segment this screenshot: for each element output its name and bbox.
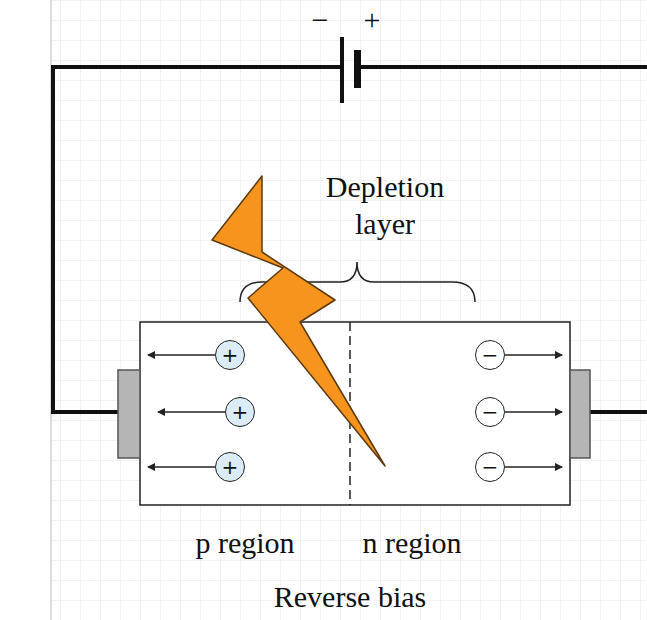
- figure-caption: Reverse bias: [274, 578, 426, 616]
- battery-sign: −: [312, 1, 329, 39]
- charge-sign: −: [482, 345, 499, 365]
- charge-circle: −: [475, 397, 505, 427]
- charge-circle: +: [225, 397, 255, 427]
- charge-sign: −: [482, 457, 499, 477]
- region-label: Depletion layer: [300, 168, 470, 243]
- battery-symbol: [340, 37, 361, 103]
- charge-sign: +: [222, 345, 239, 365]
- carrier-arrow: [148, 355, 562, 467]
- region-label: p region: [195, 524, 294, 562]
- region-label: n region: [362, 524, 461, 562]
- charge-circle: −: [475, 340, 505, 370]
- charge-circle: +: [215, 340, 245, 370]
- charge-sign: −: [482, 402, 499, 422]
- charge-sign: +: [222, 457, 239, 477]
- left-terminal: [118, 370, 140, 458]
- charge-circle: +: [215, 452, 245, 482]
- grid-ground: [52, 0, 647, 620]
- right-terminal: [570, 370, 590, 458]
- battery-sign: +: [364, 1, 381, 39]
- charge-circle: −: [475, 452, 505, 482]
- diode-body: [140, 322, 570, 505]
- charge-sign: +: [232, 402, 249, 422]
